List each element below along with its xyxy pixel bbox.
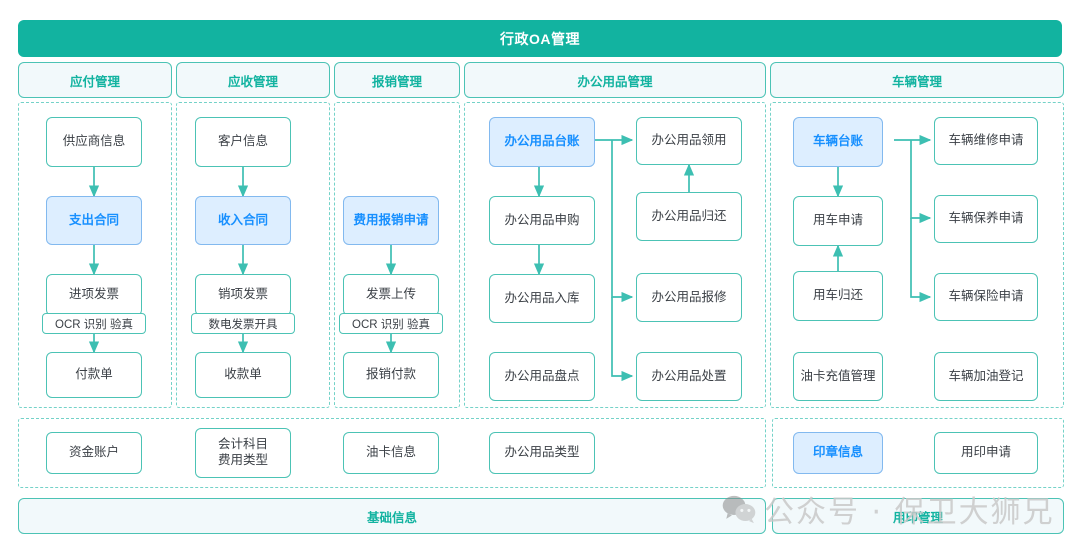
node-vehicle-insurance-request[interactable]: 车辆保险申请 [934, 273, 1038, 321]
group-office-supplies [464, 102, 766, 408]
tab-payable[interactable]: 应付管理 [18, 62, 172, 98]
group-basics [18, 418, 766, 488]
node-vehicle-repair-request[interactable]: 车辆维修申请 [934, 117, 1038, 165]
node-vehicle-maintenance-request[interactable]: 车辆保养申请 [934, 195, 1038, 243]
node-fund-account[interactable]: 资金账户 [46, 432, 142, 474]
node-expense-claim[interactable]: 费用报销申请 [343, 196, 439, 245]
node-fuelcard-recharge[interactable]: 油卡充值管理 [793, 352, 883, 401]
tab-vehicle[interactable]: 车辆管理 [770, 62, 1064, 98]
node-supplies-ledger[interactable]: 办公用品台账 [489, 117, 595, 167]
node-receipt-order[interactable]: 收款单 [195, 352, 291, 398]
sublabel-payable-ocr: OCR 识别 验真 [42, 313, 146, 334]
group-payable [18, 102, 172, 408]
node-vehicle-return[interactable]: 用车归还 [793, 271, 883, 321]
node-seal-info[interactable]: 印章信息 [793, 432, 883, 474]
node-supplies-disposal[interactable]: 办公用品处置 [636, 352, 742, 401]
group-seal [772, 418, 1064, 488]
node-income-contract[interactable]: 收入合同 [195, 196, 291, 245]
group-vehicle [770, 102, 1064, 408]
node-supplies-return[interactable]: 办公用品归还 [636, 192, 742, 241]
node-account-subject[interactable]: 会计科目 费用类型 [195, 428, 291, 478]
node-supplies-inbound[interactable]: 办公用品入库 [489, 274, 595, 323]
group-reimbursement [334, 102, 460, 408]
node-reimbursement-payment[interactable]: 报销付款 [343, 352, 439, 398]
node-vehicle-ledger[interactable]: 车辆台账 [793, 117, 883, 167]
tab-office-supplies[interactable]: 办公用品管理 [464, 62, 766, 98]
sublabel-receivable-einvoice: 数电发票开具 [191, 313, 295, 334]
node-supplies-issue[interactable]: 办公用品领用 [636, 117, 742, 165]
tab-receivable[interactable]: 应收管理 [176, 62, 330, 98]
group-receivable [176, 102, 330, 408]
node-supplier-info[interactable]: 供应商信息 [46, 117, 142, 167]
node-account-subject-line1: 会计科目 [217, 437, 268, 452]
node-supplies-stocktake[interactable]: 办公用品盘点 [489, 352, 595, 401]
node-input-invoice[interactable]: 进项发票 [46, 274, 142, 316]
page-title: 行政OA管理 [18, 20, 1062, 57]
node-supplies-repair[interactable]: 办公用品报修 [636, 273, 742, 322]
node-payment-order[interactable]: 付款单 [46, 352, 142, 398]
node-supplies-purchase[interactable]: 办公用品申购 [489, 196, 595, 245]
node-supplies-type[interactable]: 办公用品类型 [489, 432, 595, 474]
node-seal-apply[interactable]: 用印申请 [934, 432, 1038, 474]
node-expense-contract[interactable]: 支出合同 [46, 196, 142, 245]
node-account-subject-line2: 费用类型 [217, 453, 268, 467]
node-invoice-upload[interactable]: 发票上传 [343, 274, 439, 316]
node-vehicle-refuel-record[interactable]: 车辆加油登记 [934, 352, 1038, 401]
node-vehicle-request[interactable]: 用车申请 [793, 196, 883, 246]
tab-reimbursement[interactable]: 报销管理 [334, 62, 460, 98]
bottom-bar-seal-manage[interactable]: 用印管理 [772, 498, 1064, 534]
node-customer-info[interactable]: 客户信息 [195, 117, 291, 167]
node-fuelcard-info[interactable]: 油卡信息 [343, 432, 439, 474]
bottom-bar-basics[interactable]: 基础信息 [18, 498, 766, 534]
sublabel-reimbursement-ocr: OCR 识别 验真 [339, 313, 443, 334]
node-output-invoice[interactable]: 销项发票 [195, 274, 291, 316]
